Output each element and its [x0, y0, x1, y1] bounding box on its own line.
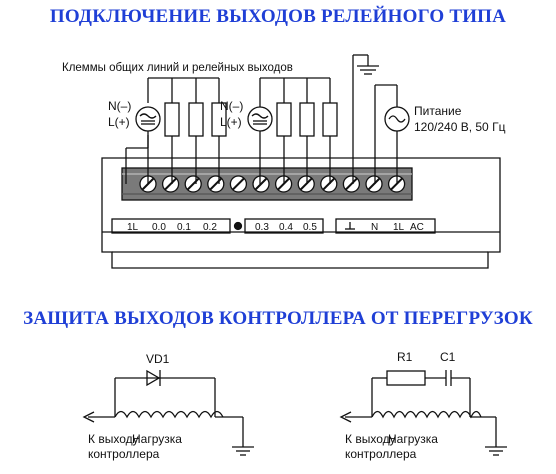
load-label: Нагрузка [388, 432, 438, 446]
terminal-label: 0.1 [177, 222, 191, 233]
screw-slot [299, 177, 313, 191]
screw-slot [164, 177, 177, 191]
output-group-2 [247, 77, 338, 184]
screw-slot [367, 177, 381, 191]
plc-body [101, 157, 501, 269]
power-voltage-label: 120/240 В, 50 Гц [414, 120, 506, 134]
diode-icon [146, 369, 161, 387]
coil-icon [371, 410, 482, 419]
screw-slot [186, 177, 200, 191]
source-label-n: N(–) [108, 99, 131, 113]
screw-slot [254, 177, 268, 191]
output-group-1 [125, 77, 227, 184]
heading-relay-connection: ПОДКЛЮЧЕНИЕ ВЫХОДОВ РЕЛЕЙНОГО ТИПА [49, 6, 507, 27]
ground-connection [352, 54, 379, 184]
arrow-left-icon [82, 411, 95, 423]
power-label: Питание [414, 104, 462, 118]
screw-slot [232, 177, 245, 191]
coil-icon [114, 410, 224, 419]
output-label: контроллера [345, 447, 417, 461]
ac-dc-source-icon [135, 106, 161, 132]
output-label: К выходу [345, 432, 396, 446]
terminal-screws [139, 175, 406, 193]
rc-protection-circuit [339, 370, 507, 456]
terminal-label: N [371, 222, 378, 233]
terminal-label: 0.4 [279, 222, 293, 233]
output-label: контроллера [88, 447, 160, 461]
terminal-label: 0.2 [203, 222, 217, 233]
source-label-l: L(+) [220, 115, 242, 129]
ground-symbol-label [343, 222, 357, 233]
heading-output-protection: ЗАЩИТА ВЫХОДОВ КОНТРОЛЛЕРА ОТ ПЕРЕГРУЗОК [23, 308, 533, 329]
terminal-label: 0.0 [152, 222, 166, 233]
screw-slot [345, 177, 358, 191]
resistor-label: R1 [397, 350, 413, 364]
terminal-label: 1L [127, 222, 139, 233]
load-label: Нагрузка [132, 432, 182, 446]
output-label: К выходу [88, 432, 139, 446]
terminal-label: 0.3 [255, 222, 269, 233]
terminal-label: AC [410, 222, 424, 233]
terminals-caption: Клеммы общих линий и релейных выходов [62, 62, 293, 74]
screw-slot [322, 177, 336, 191]
terminal-label-strip [111, 218, 436, 234]
terminal-label: 1L [393, 222, 405, 233]
capacitor-label: C1 [440, 350, 456, 364]
terminal-label: 0.5 [303, 222, 317, 233]
power-supply [374, 84, 410, 184]
arrow-left-icon [339, 411, 352, 423]
source-label-l: L(+) [108, 115, 130, 129]
resistor-icon [386, 370, 426, 386]
diode-protection-circuit [82, 369, 254, 456]
source-label-n: N(–) [220, 99, 243, 113]
diode-label: VD1 [146, 352, 170, 366]
ac-dc-source-icon [247, 106, 273, 132]
